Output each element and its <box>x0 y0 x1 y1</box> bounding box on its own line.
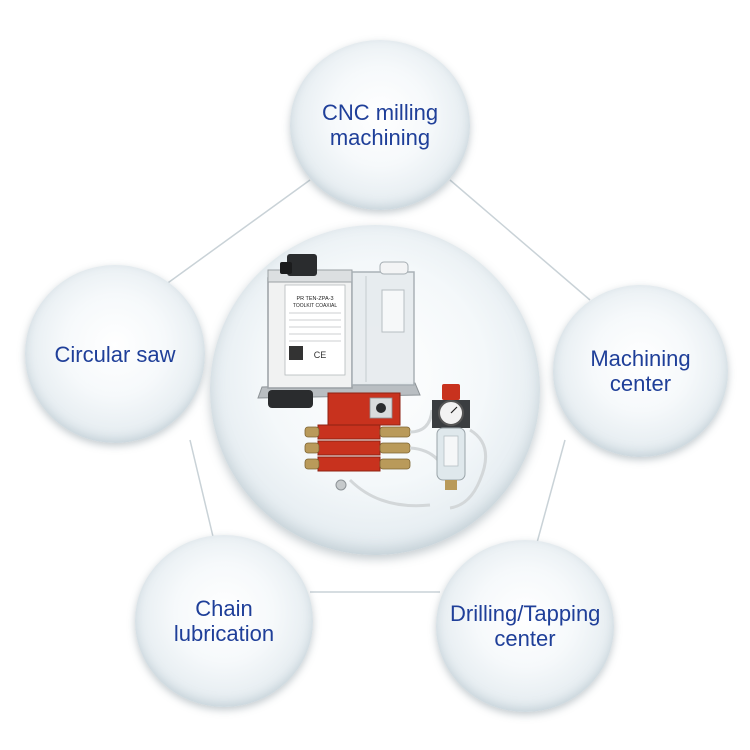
solenoid <box>268 390 313 408</box>
regulator-knob <box>442 384 460 400</box>
nozzle-2 <box>379 442 411 454</box>
connector-cap <box>280 262 292 274</box>
product-label-line1: PR TEN-ZPA-3 <box>296 296 333 302</box>
node-label: Circular saw <box>40 342 190 367</box>
filter-element <box>443 435 459 467</box>
connector-block <box>287 254 317 276</box>
node-circular-saw: Circular saw <box>25 265 205 443</box>
distributor-2 <box>317 440 381 456</box>
connector-machining-drilling <box>534 439 566 551</box>
label-line: Machining <box>590 346 691 371</box>
connector-cnc-machining <box>449 179 591 301</box>
node-label: Machining center <box>566 346 716 396</box>
elbow-fitting <box>335 479 347 491</box>
distributor-3 <box>317 456 381 472</box>
air-tube-4 <box>449 428 488 510</box>
node-label: CNC milling machining <box>305 100 455 150</box>
reservoir-filter <box>381 289 405 333</box>
node-label: Drilling/Tapping center <box>450 601 600 651</box>
node-drilling-tapping: Drilling/Tapping center <box>436 540 614 712</box>
reservoir-cap <box>379 261 409 275</box>
label-line: CNC milling <box>321 100 439 125</box>
nozzle-left-1 <box>304 426 320 438</box>
label-line: machining <box>329 125 431 150</box>
qr-code <box>289 346 303 360</box>
distributor-1 <box>317 424 381 440</box>
nozzle-1 <box>379 426 411 438</box>
ce-mark: CE <box>314 350 327 360</box>
label-line: lubrication <box>173 621 275 646</box>
nozzle-3 <box>379 458 411 470</box>
connector-circular-chain <box>189 439 216 546</box>
air-tube-1 <box>409 409 434 434</box>
product-label-line2: TOOLKIT COAXIAL <box>293 303 337 309</box>
connector-cnc-circular <box>164 179 311 286</box>
node-machining-center: Machining center <box>553 285 728 457</box>
nozzle-left-2 <box>304 442 320 454</box>
label-line: Chain <box>195 596 253 621</box>
nozzle-left-3 <box>304 458 320 470</box>
node-chain-lubrication: Chain lubrication <box>135 535 313 707</box>
label-line: Circular saw <box>54 341 176 367</box>
node-label: Chain lubrication <box>149 596 299 646</box>
label-line: center <box>494 626 556 651</box>
air-tube-3 <box>348 478 431 508</box>
label-line: Drilling/Tapping <box>450 601 601 626</box>
drain-valve <box>445 480 457 490</box>
node-cnc-milling: CNC milling machining <box>290 40 470 210</box>
label-line: center <box>609 371 672 396</box>
